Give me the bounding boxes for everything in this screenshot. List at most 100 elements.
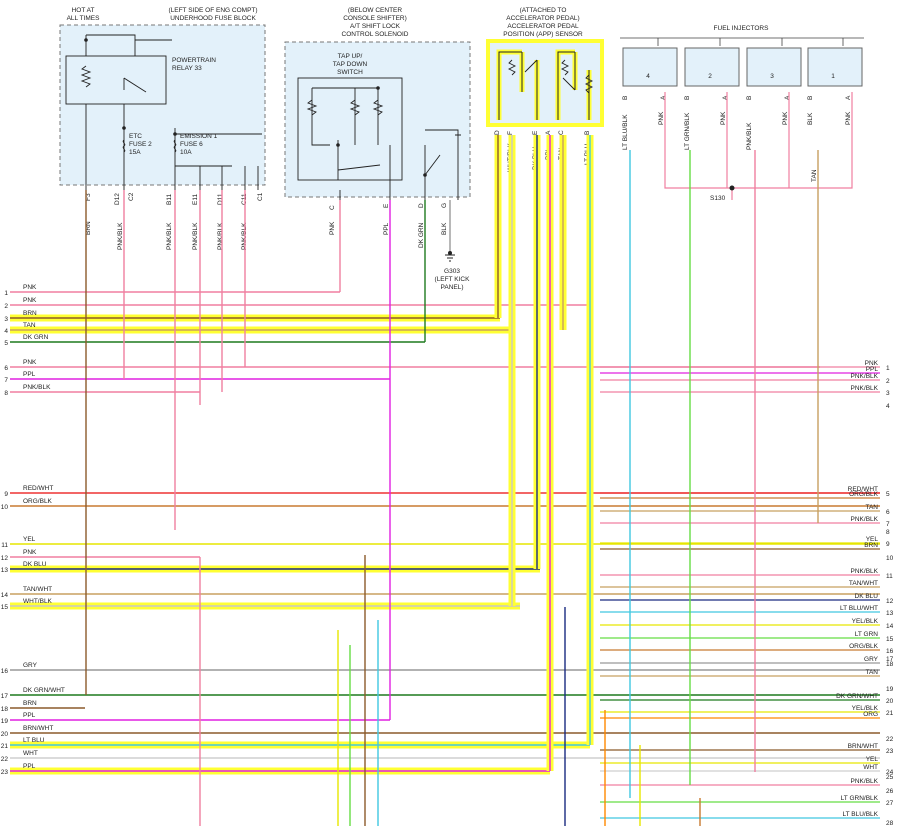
tap-switch-box [297, 77, 403, 181]
splice-label: S130 [710, 195, 726, 202]
right-pin-number: 11 [886, 573, 893, 580]
fuse-block-header-right-2: UNDERHOOD FUSE BLOCK [170, 15, 256, 22]
splice-s130 [729, 185, 735, 191]
right-wire-label: TAN/WHT [849, 580, 878, 587]
injector-1-pin-b: B [807, 96, 814, 100]
app-header-2: ACCELERATOR PEDAL) [506, 15, 579, 22]
left-pin-number: 4 [4, 328, 8, 335]
right-wire-label: PNK/BLK [851, 516, 879, 523]
shift-lock-solenoid: (BELOW CENTER CONSOLE SHIFTER) A/T SHIFT… [284, 7, 471, 291]
left-wire-label: WHT/BLK [23, 598, 53, 605]
app-header-4: POSITION (APP) SENSOR [503, 31, 583, 38]
injector-3: 3 B A [746, 47, 802, 100]
left-wire-label: WHT [23, 750, 38, 757]
fb-pin-c2: C2 [128, 192, 135, 201]
shifter-header-4: CONTROL SOLENOID [342, 31, 409, 38]
left-pin-number: 14 [1, 592, 9, 599]
inj2-wire-a: PNK [720, 111, 727, 125]
left-pin-number: 10 [1, 504, 9, 511]
fb-wire-3: PNK/BLK [192, 222, 199, 250]
right-wire-label: PNK/BLK [851, 778, 879, 785]
left-pin-number: 12 [1, 555, 9, 562]
left-wire-label: ORG/BLK [23, 498, 53, 505]
right-pin-number: 6 [886, 509, 890, 516]
injector-1: 1 B A [807, 47, 863, 100]
left-wire-label: LT BLU [23, 737, 45, 744]
powertrain-relay [65, 55, 167, 105]
right-pin-number: 9 [886, 541, 890, 548]
left-wire-label: BRN [23, 700, 37, 707]
fuse-block-header-left-1: HOT AT [72, 7, 95, 14]
injector-2: 2 B A [684, 47, 740, 100]
fuse-block-header-right-1: (LEFT SIDE OF ENG COMPT) [168, 7, 257, 14]
fuel-injectors: FUEL INJECTORS 4 B A 2 B A 3 B A 1 B A L… [620, 25, 864, 202]
left-wire-label: DK GRN/WHT [23, 687, 65, 694]
right-connector: PNK1PPLPNK/BLK2PNK/BLK34RED/WHT5ORG/BLKT… [836, 360, 894, 826]
right-wire-label: DK GRN/WHT [836, 693, 878, 700]
app-header-1: (ATTACHED TO [520, 7, 567, 14]
left-pin-number: 15 [1, 604, 9, 611]
sh-wire-pnk: PNK [329, 221, 336, 235]
left-wire-label: PPL [23, 371, 36, 378]
fb-wire-2: PNK/BLK [166, 222, 173, 250]
app-pin-b: B [584, 131, 591, 135]
left-pin-number: 11 [1, 542, 8, 549]
injector-2-number: 2 [708, 73, 712, 80]
left-wire-label: RED/WHT [23, 485, 53, 492]
right-pin-number: 1 [886, 365, 890, 372]
left-pin-number: 19 [1, 718, 9, 725]
right-pin-number: 12 [886, 598, 894, 605]
left-wire-label: GRY [23, 662, 38, 669]
right-pin-number: 20 [886, 698, 894, 705]
left-wire-label: BRN/WHT [23, 725, 53, 732]
injector-4: 4 B A [622, 47, 678, 100]
right-wire-label: PNK [865, 360, 879, 367]
shifter-header-3: A/T SHIFT LOCK [350, 23, 401, 30]
right-wire-label: LT GRN/BLK [841, 795, 879, 802]
app-header-3: ACCELERATOR PEDAL [507, 23, 579, 30]
injector-4-pin-a: A [660, 95, 667, 100]
left-wire-label: DK GRN [23, 334, 49, 341]
ground-icon [448, 251, 452, 255]
right-pin-number: 8 [886, 529, 890, 536]
app-sensor-box [486, 39, 604, 127]
sh-pin-g: G [441, 203, 448, 208]
right-wire-label: YEL [866, 756, 879, 763]
fuse1-label-2: FUSE 2 [129, 141, 152, 148]
right-wire-label: BRN [864, 542, 878, 549]
inj2-wire-b: LT GRN/BLK [684, 112, 691, 150]
sh-wire-blk: BLK [441, 222, 448, 235]
left-pin-number: 23 [1, 769, 9, 776]
app-pin-a: A [545, 130, 552, 135]
right-pin-number: 14 [886, 623, 894, 630]
left-wire-label: PNK [23, 297, 37, 304]
injector-3-pin-b: B [746, 96, 753, 100]
right-wire-label: TAN [865, 669, 878, 676]
right-wire-label: YEL [866, 536, 879, 543]
left-wire-label: PNK/BLK [23, 384, 51, 391]
right-pin-number: 13 [886, 610, 894, 617]
fb-pin-c1: C1 [257, 192, 264, 201]
fb-pin-b11: B11 [166, 194, 173, 205]
right-wire-label: BRN/WHT [848, 743, 878, 750]
sh-pin-e: E [383, 203, 390, 208]
right-wire-label: WHT [863, 764, 878, 771]
left-pin-number: 20 [1, 731, 9, 738]
right-wire-label: ORG/BLK [849, 643, 879, 650]
right-wire-label: PNK/BLK [851, 385, 879, 392]
right-pin-number: 18 [886, 661, 894, 668]
left-wire-label: PNK [23, 549, 37, 556]
injector-1-number: 1 [831, 73, 835, 80]
left-pin-number: 21 [1, 743, 9, 750]
app-pin-d: D [494, 130, 501, 135]
app-pin-f: F [507, 131, 514, 135]
fuse2-label-2: FUSE 6 [180, 141, 203, 148]
switch-label-1: TAP UP/ [338, 53, 363, 60]
right-wire-label: TAN [865, 504, 878, 511]
switch-label-3: SWITCH [337, 69, 363, 76]
injector-4-pin-b: B [622, 96, 629, 100]
injector-3-number: 3 [770, 73, 774, 80]
right-pin-number: 21 [886, 710, 894, 717]
injector-2-pin-b: B [684, 96, 691, 100]
left-pin-number: 2 [4, 303, 8, 310]
